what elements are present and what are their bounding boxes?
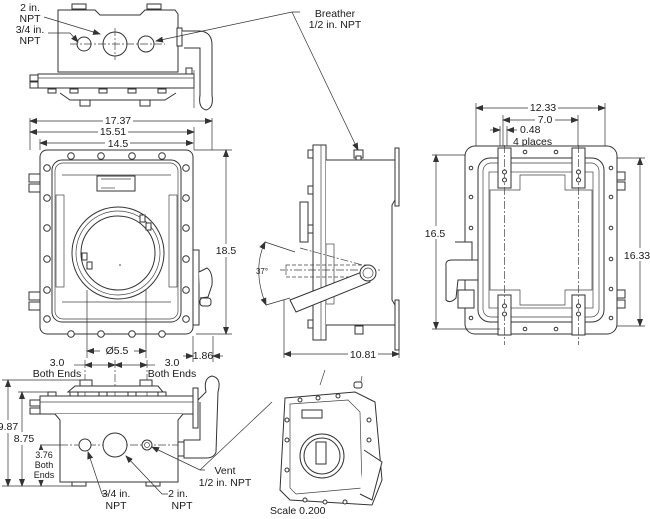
dim-overall-width: 17.37: [105, 115, 131, 127]
dim-overall-height: 16.5: [425, 228, 446, 240]
bottom-handle: [183, 375, 220, 459]
dim-handle-angle: 37°: [256, 267, 268, 276]
dim-slot-width: 0.48: [520, 124, 541, 136]
dim-height: 18.5: [216, 245, 237, 257]
back-view-body: [464, 145, 618, 335]
side-view-flange: [312, 144, 327, 341]
dim-hole-height: 3.76: [35, 450, 53, 460]
bottom-view-flange: [39, 395, 194, 415]
dim-overall-height-bottom: 9.87: [0, 421, 18, 433]
bottom-view: 3.0 Both Ends 3.0 Both Ends: [0, 357, 273, 512]
dim-handle-offset: 1.86: [193, 350, 214, 362]
side-view: 37° 10.81: [256, 144, 400, 361]
viewing-window-outer: [71, 206, 165, 300]
viewing-window: [80, 215, 156, 291]
dim-mount-height: 16.33: [624, 250, 650, 262]
back-view: 12.33 7.0 0.48 4 places: [424, 101, 650, 345]
dim-slot-note: 4 places: [513, 136, 552, 148]
bottom-callout-3-4in-line1: 3/4 in.: [102, 488, 131, 500]
bottom-hole-3-4in: [78, 438, 92, 452]
iso-bolts: [284, 393, 372, 505]
vent-callout-line2: 1/2 in. NPT: [199, 477, 252, 489]
bottom-callout-2in-line2: NPT: [172, 500, 194, 512]
side-view-body: [326, 159, 396, 326]
dim-mount-spacing: 7.0: [538, 114, 553, 126]
top-callout-2in-line2: NPT: [20, 13, 42, 25]
vent-callout-line1: Vent: [214, 465, 235, 477]
bottom-hole-2in: [102, 432, 128, 458]
breather-callout-line2: 1/2 in. NPT: [309, 19, 362, 31]
front-handle: [198, 267, 213, 299]
dim-left-offset: 3.0: [50, 357, 65, 369]
back-latch: [445, 259, 479, 303]
dim-body-height: 8.75: [14, 433, 35, 445]
dim-flange-width: 15.51: [100, 126, 126, 138]
dim-hole-height-note-1: Both: [35, 460, 54, 470]
breather-callout-line1: Breather: [315, 8, 356, 20]
dim-body-width: 14.5: [108, 138, 129, 150]
bottom-vent: [141, 439, 153, 451]
front-bolts: [43, 152, 190, 338]
isometric-view: Scale 0.200: [270, 369, 383, 517]
top-callout-3-4in-line1: 3/4 in.: [16, 24, 45, 36]
vent: [354, 325, 364, 335]
dim-mount-width: 12.33: [530, 102, 556, 114]
dim-right-offset-note: Both Ends: [148, 368, 196, 380]
handle: [182, 30, 213, 111]
bottom-callout-2in-line1: 2 in.: [168, 488, 188, 500]
front-view: 17.37 15.51 14.5 18.5 Ø5.5 1.86: [28, 114, 238, 362]
dim-right-offset: 3.0: [165, 357, 180, 369]
top-callout-2in-line1: 2 in.: [20, 2, 40, 14]
nameplate: [96, 175, 136, 192]
top-view-flange: [37, 73, 195, 89]
back-bolts: [468, 149, 614, 332]
dim-window-diameter: Ø5.5: [106, 345, 129, 357]
dim-left-offset-note: Both Ends: [33, 368, 81, 380]
scale-label: Scale 0.200: [270, 505, 326, 517]
top-callout-3-4in-line2: NPT: [20, 35, 42, 47]
top-view: 2 in. NPT 3/4 in. NPT Breather 1/2 in. N…: [16, 2, 362, 151]
bottom-callout-3-4in-line2: NPT: [106, 500, 128, 512]
dim-hole-height-note-2: Ends: [34, 470, 55, 480]
side-handle: [289, 269, 371, 313]
iso-handle: [359, 449, 383, 501]
dim-depth: 10.81: [350, 349, 376, 361]
